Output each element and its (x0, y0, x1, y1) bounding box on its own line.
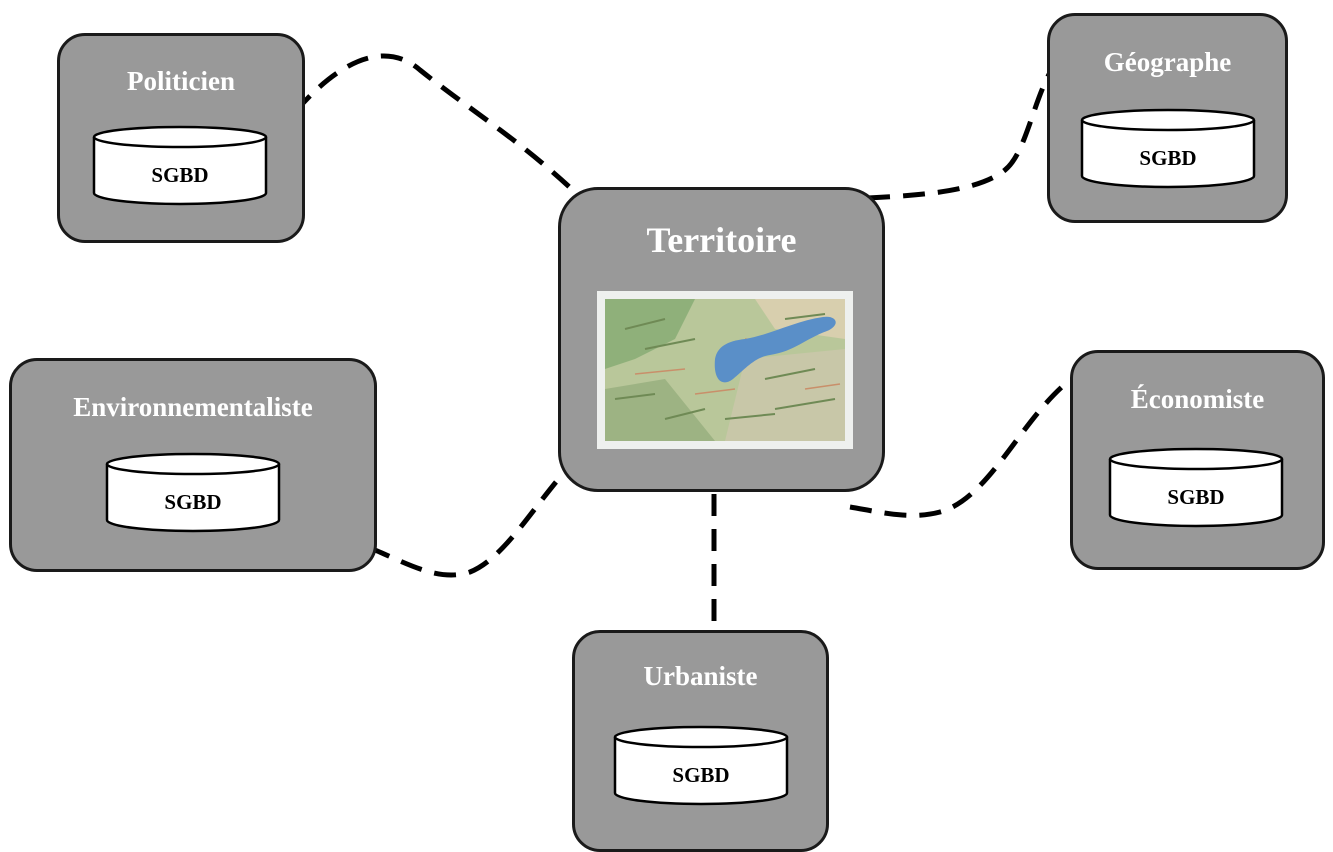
economiste-node: Économiste SGBD (1070, 350, 1325, 570)
database-label: SGBD (151, 163, 209, 187)
database-icon: SGBD (1108, 447, 1284, 529)
database-icon: SGBD (92, 125, 268, 207)
relief-map-image (597, 291, 853, 449)
politicien-node: Politicien SGBD (57, 33, 305, 243)
environnementaliste-title: Environnementaliste (73, 392, 313, 422)
database-label: SGBD (1139, 146, 1197, 170)
database-label: SGBD (1167, 485, 1225, 509)
geographe-node: Géographe SGBD (1047, 13, 1288, 223)
connector-environnementaliste (374, 480, 558, 578)
connector-politicien (293, 53, 580, 197)
territoire-title: Territoire (646, 220, 797, 260)
lake-shape (714, 316, 836, 383)
environnementaliste-node: Environnementaliste SGBD (9, 358, 377, 572)
connector-economiste (849, 378, 1072, 518)
geographe-title: Géographe (1103, 47, 1232, 77)
urbaniste-node: Urbaniste SGBD (572, 630, 829, 852)
database-icon: SGBD (105, 452, 281, 534)
politicien-title: Politicien (127, 66, 235, 96)
database-icon: SGBD (613, 725, 789, 807)
database-label: SGBD (672, 763, 730, 787)
economiste-title: Économiste (1130, 384, 1265, 414)
territoire-node: Territoire (558, 187, 885, 492)
connector-geographe (867, 50, 1067, 201)
urbaniste-title: Urbaniste (643, 661, 758, 691)
database-icon: SGBD (1080, 108, 1256, 190)
database-label: SGBD (164, 490, 222, 514)
relief-map-graphic (605, 299, 845, 441)
